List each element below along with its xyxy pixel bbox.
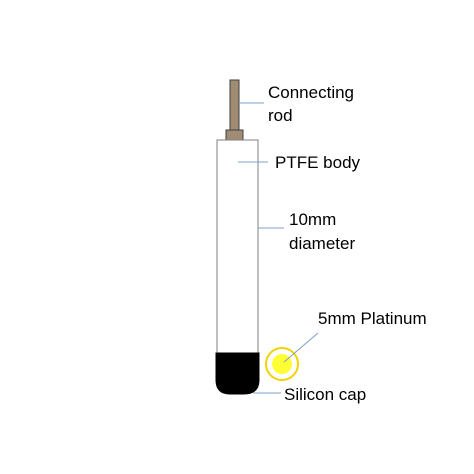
label-connecting-rod-line2: rod: [268, 106, 293, 125]
silicon-cap: [215, 352, 260, 395]
label-diameter-line1: 10mm: [289, 210, 336, 229]
label-connecting-rod-line1: Connecting: [268, 83, 354, 102]
label-diameter-line2: diameter: [289, 234, 355, 253]
connecting-rod-collar: [225, 129, 244, 142]
connecting-rod: [229, 79, 240, 133]
label-ptfe-body: PTFE body: [275, 153, 361, 172]
leader-line-platinum: [283, 332, 319, 363]
ptfe-body: [216, 139, 259, 361]
platinum-disc-inner: [272, 354, 292, 374]
label-silicon-cap: Silicon cap: [284, 385, 366, 404]
label-platinum: 5mm Platinum: [318, 309, 427, 328]
